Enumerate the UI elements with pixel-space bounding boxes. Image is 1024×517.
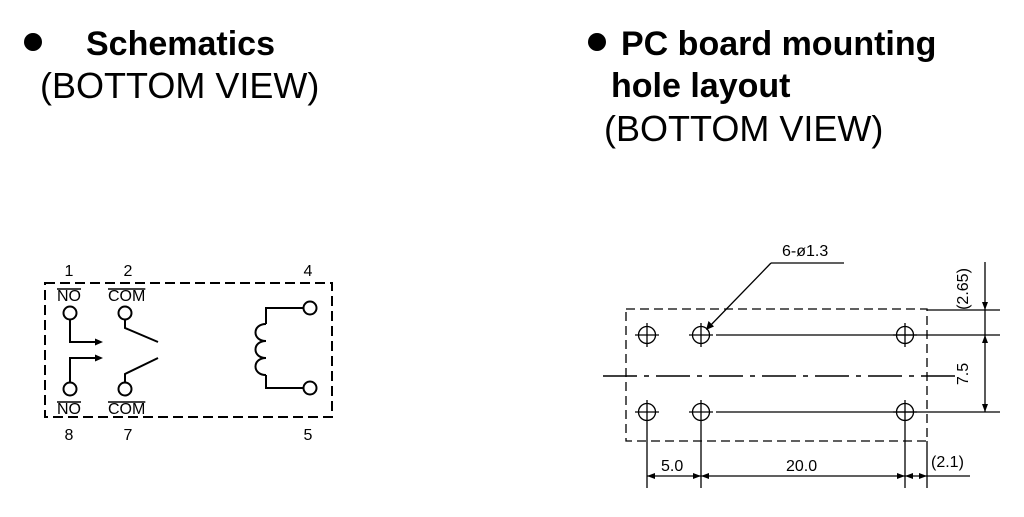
terminal-circle-1 (62, 305, 78, 321)
dim-left-offset: 5.0 (661, 458, 683, 475)
hole (893, 323, 917, 347)
dim-pin-span: 20.0 (786, 458, 817, 475)
coil-winding (254, 323, 267, 376)
contact-arrow-icon (95, 338, 103, 346)
hole-callout-label: 6-ø1.3 (782, 243, 828, 260)
pin-number-7: 7 (124, 427, 133, 444)
relay-outline (44, 282, 333, 418)
com-switch-arm-top (124, 320, 159, 343)
coil-lead-bottom (265, 375, 304, 389)
contact-arrow-icon (95, 354, 103, 362)
bullet-icon (24, 33, 42, 51)
schematic-diagram: 1 2 4 8 7 5 NO COM NO COM (44, 263, 333, 444)
pin-label-com-bottom: COM (108, 401, 145, 418)
layout-title-line2: hole layout (611, 67, 791, 105)
layout-title-line1: PC board mounting (621, 25, 937, 63)
hole (635, 400, 659, 424)
hole (635, 323, 659, 347)
schematics-subtitle: (BOTTOM VIEW) (40, 65, 320, 106)
layout-subtitle: (BOTTOM VIEW) (604, 108, 884, 149)
pin-number-5: 5 (304, 427, 313, 444)
leader-arrow-icon (706, 321, 714, 330)
terminal-circle-7 (117, 381, 133, 397)
com-switch-arm-bottom (124, 357, 159, 382)
pin-number-8: 8 (65, 427, 74, 444)
dim-top-offset: (2.65) (955, 268, 972, 310)
terminal-circle-8 (62, 381, 78, 397)
dim-row-spacing: 7.5 (955, 363, 972, 385)
pin-number-1: 1 (65, 263, 74, 280)
pin-label-no-bottom: NO (57, 401, 81, 418)
dim-arrow-icon (701, 473, 709, 479)
no-contact-lead-top (69, 320, 97, 343)
dim-arrow-icon (982, 302, 988, 310)
dim-arrow-icon (647, 473, 655, 479)
board-outline (625, 308, 928, 442)
pin-number-4: 4 (304, 263, 313, 280)
dim-arrow-icon (897, 473, 905, 479)
terminal-circle-5 (302, 380, 318, 396)
terminal-circle-4 (302, 300, 318, 316)
dim-arrow-icon (982, 335, 988, 343)
pcb-layout-diagram: 6-ø1.3 5.0 20.0 (2.1) (2.65) 7.5 (603, 243, 1000, 488)
schematics-title: Schematics (86, 25, 275, 63)
dim-right-offset: (2.1) (931, 454, 964, 471)
no-contact-lead-bottom (69, 357, 97, 382)
hole (893, 400, 917, 424)
dim-arrow-icon (693, 473, 701, 479)
dim-arrow-icon (905, 473, 913, 479)
coil-lead-top (265, 307, 304, 324)
pin-number-2: 2 (124, 263, 133, 280)
callout-leader (707, 262, 772, 329)
bullet-icon (588, 33, 606, 51)
dim-arrow-icon (919, 473, 927, 479)
hole (689, 323, 713, 347)
terminal-circle-2 (117, 305, 133, 321)
pin-label-no-top: NO (57, 288, 81, 305)
dim-arrow-icon (982, 404, 988, 412)
pin-label-com-top: COM (108, 288, 145, 305)
hole (689, 400, 713, 424)
